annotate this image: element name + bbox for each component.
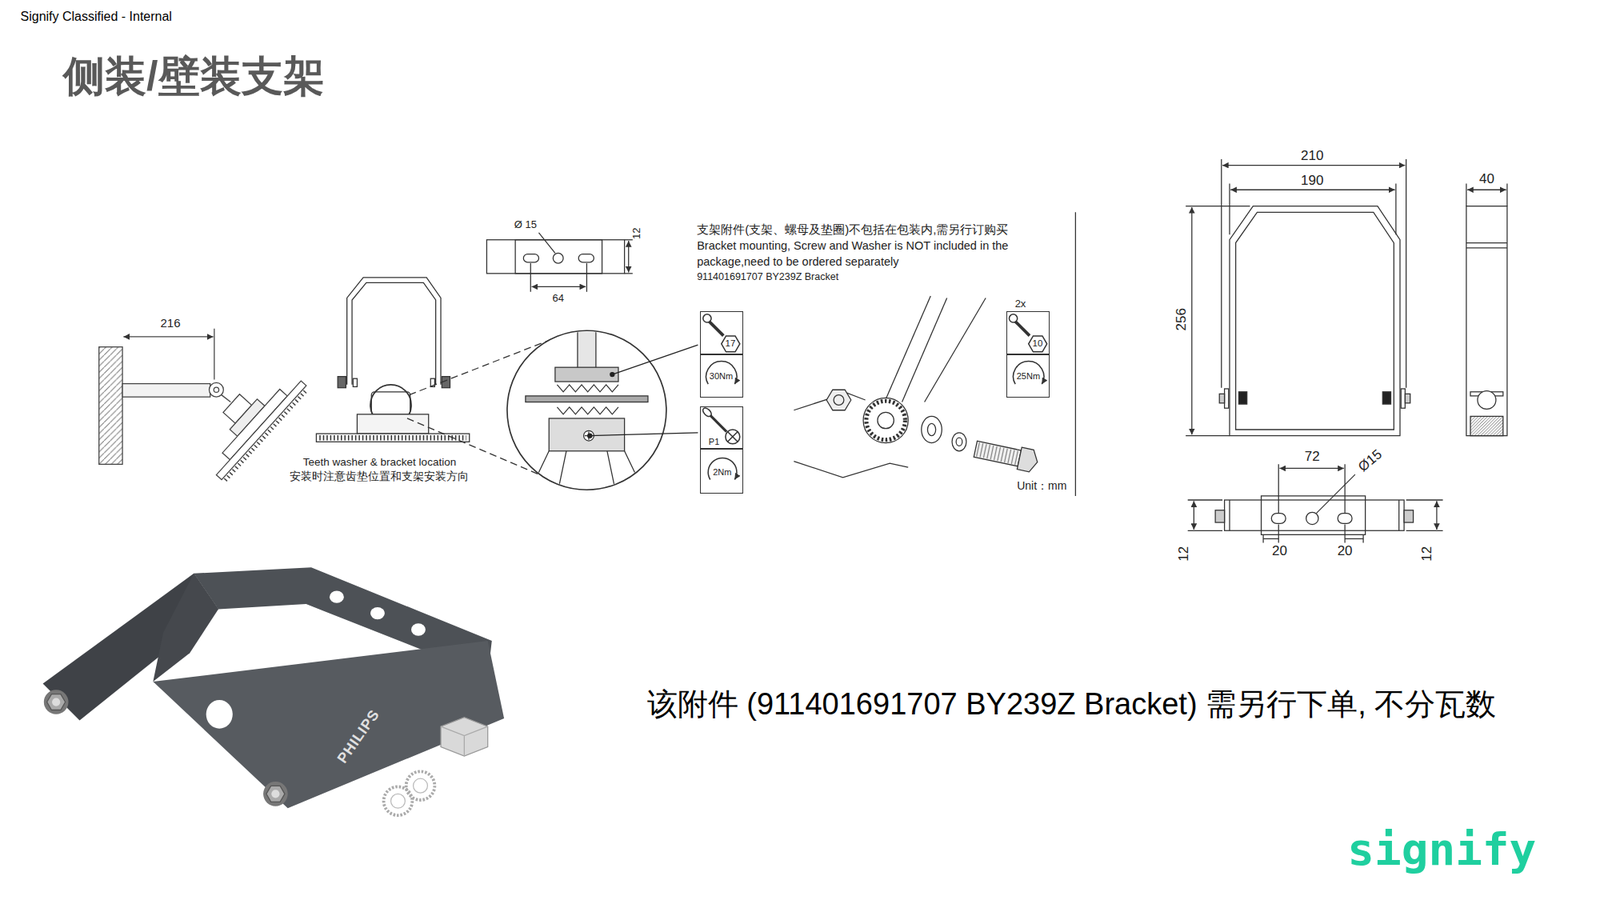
dimension-value: 72 — [1304, 448, 1320, 465]
figure-caption: 安装时注意齿垫位置和支架安装方向 — [289, 470, 469, 484]
tool-value: 25Nm — [1016, 372, 1040, 381]
bracket-photo — [43, 567, 505, 816]
dimension-value: 210 — [1300, 148, 1324, 164]
label-slot: Teeth washer & bracket location — [303, 456, 456, 469]
order-note: 该附件 (911401691707 BY239Z Bracket) 需另行下单,… — [647, 684, 1528, 725]
dimension-value: Ø15 — [1355, 446, 1386, 476]
dimension-drawing — [1185, 159, 1508, 544]
dimension-value: Ø 15 — [514, 218, 537, 232]
label-slot: 12 — [630, 228, 644, 240]
label-slot: 256 — [1173, 308, 1190, 331]
figure-caption: Teeth washer & bracket location — [303, 456, 456, 469]
part-number: 911401691707 BY239Z Bracket — [696, 271, 839, 284]
label-slot: 支架附件(支架、螺母及垫圈)不包括在包装内,需另行订购买 — [696, 222, 1008, 237]
dimension-value: 20 — [1272, 543, 1288, 560]
dimension-value: 20 — [1337, 543, 1353, 560]
dimension-value: 216 — [160, 316, 180, 331]
dimension-value: 40 — [1479, 171, 1495, 188]
label-slot: 侧装/壁装支架 — [63, 51, 324, 101]
label-slot: 2x — [1015, 297, 1027, 311]
unit-note: Unit：mm — [1016, 479, 1067, 493]
label-slot: Bracket mounting, Screw and Washer is NO… — [696, 237, 1049, 270]
note-text: 支架附件(支架、螺母及垫圈)不包括在包装内,需另行订购买 — [696, 222, 1008, 237]
zoom-detail — [525, 326, 648, 500]
label-slot: signify — [1347, 822, 1536, 876]
label-slot: 64 — [552, 292, 564, 305]
dimension-value: 12 — [1176, 546, 1193, 562]
slide-title: 侧装/壁装支架 — [63, 51, 324, 101]
label-slot: Unit：mm — [1016, 479, 1067, 493]
label-slot: 20 — [1337, 543, 1353, 560]
label-slot: 12 — [1176, 546, 1193, 562]
tool-value: 2Nm — [712, 468, 732, 477]
label-slot: 12 — [1419, 546, 1436, 562]
label-slot: Ø15 — [1355, 446, 1386, 476]
tool-icon-box: 2Nm — [700, 448, 744, 494]
classification-tag: Signify Classified - Internal — [20, 8, 172, 24]
tool-icon-box: 17 — [700, 311, 744, 355]
callout-leader — [588, 344, 699, 438]
label-slot: 216 — [160, 316, 180, 331]
dimension-value: 12 — [630, 228, 644, 240]
luminaire-front — [316, 277, 469, 442]
dimension-value: 190 — [1300, 172, 1324, 189]
label-slot: 该附件 (911401691707 BY239Z Bracket) 需另行下单,… — [647, 684, 1528, 725]
tool-icon-box: 25Nm — [1006, 354, 1051, 399]
label-slot: 20 — [1272, 543, 1288, 560]
tool-value: 10 — [1032, 339, 1043, 349]
label-slot: 190 — [1300, 172, 1324, 189]
dimension-value: 256 — [1173, 308, 1190, 331]
label-slot: 210 — [1300, 148, 1324, 164]
exploded-view — [793, 296, 1040, 478]
tool-icon-box: 30Nm — [700, 354, 744, 399]
tool-icon-box: 10 — [1006, 311, 1051, 355]
label-slot: 安装时注意齿垫位置和支架安装方向 — [289, 470, 469, 484]
divider-line — [1075, 212, 1076, 496]
tool-value: 17 — [725, 339, 736, 349]
label-slot: 911401691707 BY239Z Bracket — [696, 271, 839, 284]
label-slot: Ø 15 — [514, 218, 537, 232]
tool-value: P1 — [708, 437, 720, 447]
tool-icon-box: P1 — [700, 406, 744, 450]
label-slot: 72 — [1304, 448, 1320, 465]
wall-mount-sketch — [99, 328, 309, 482]
quantity-label: 2x — [1015, 297, 1027, 311]
tool-value: 30Nm — [709, 372, 733, 381]
label-slot: 40 — [1479, 171, 1495, 188]
dimension-value: 64 — [552, 292, 564, 305]
tool-icons — [701, 314, 1048, 480]
logo-text: signify — [1347, 822, 1536, 876]
base-plate-drawing — [486, 232, 632, 292]
dimension-value: 12 — [1419, 546, 1436, 562]
note-text: Bracket mounting, Screw and Washer is NO… — [696, 237, 1049, 270]
label-slot: Signify Classified - Internal — [20, 8, 172, 24]
